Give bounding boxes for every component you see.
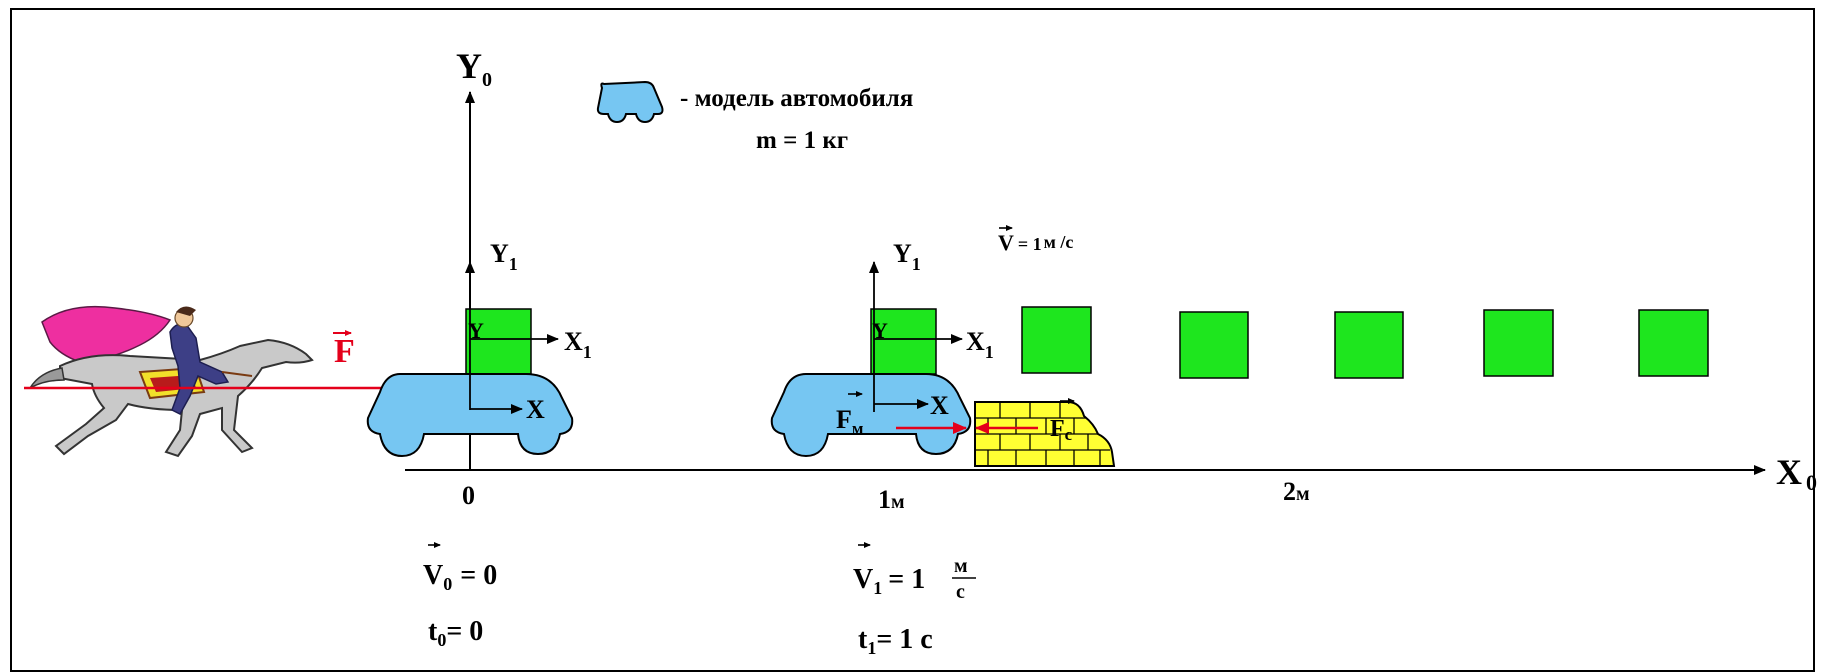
state1-unit-numerator: м xyxy=(954,555,968,577)
car-at-origin: Y1 X1 Y X xyxy=(366,239,592,458)
car2-body xyxy=(770,373,972,458)
car2-y-label: Y xyxy=(872,318,888,343)
car2-y1-label: Y1 xyxy=(893,239,921,274)
state1-time: t1= 1 с xyxy=(858,624,933,658)
trail-block-2 xyxy=(1179,311,1249,379)
tick-label-1m: 1м xyxy=(878,485,905,514)
car1-green-block xyxy=(465,308,532,375)
car1-x-label: X xyxy=(526,395,545,424)
car1-y1-label: Y1 xyxy=(490,239,518,274)
car1-body xyxy=(366,373,574,458)
state1-unit-denominator: с xyxy=(956,581,965,603)
trail-block-4 xyxy=(1483,309,1554,377)
state1-velocity: V1= 1 xyxy=(853,564,925,598)
y0-axis-label: Y0 xyxy=(456,46,492,91)
legend-car-icon xyxy=(596,80,664,124)
car1-x1-label: X1 xyxy=(564,327,592,362)
rider-cape xyxy=(41,305,172,363)
rider xyxy=(169,322,230,415)
trail-block-3 xyxy=(1334,311,1404,379)
fc-label: Fс xyxy=(1050,416,1073,444)
horse-rider xyxy=(29,305,314,458)
car2-green-block xyxy=(870,308,937,375)
force-f-label: F xyxy=(334,333,355,370)
car2-x-label: X xyxy=(930,391,949,420)
legend-mass: m = 1 кг xyxy=(756,127,848,154)
legend-text: - модель автомобиля xyxy=(680,85,913,112)
state0-velocity: V0= 0 xyxy=(423,560,497,594)
tick-label-2m: 2м xyxy=(1283,477,1310,506)
car1-y-label: Y xyxy=(468,318,484,343)
car2-x1-label: X1 xyxy=(966,327,994,362)
fm-label: Fм xyxy=(836,405,864,438)
tick-label-0: 0 xyxy=(462,481,475,510)
trail-block-5 xyxy=(1638,309,1709,377)
brick-wall xyxy=(974,401,1116,467)
horse-tail xyxy=(29,367,65,389)
car-at-1m: Y1 X1 Y X Fм xyxy=(770,239,994,458)
trail-block-1 xyxy=(1021,306,1092,374)
state0-time: t0= 0 xyxy=(428,616,483,650)
